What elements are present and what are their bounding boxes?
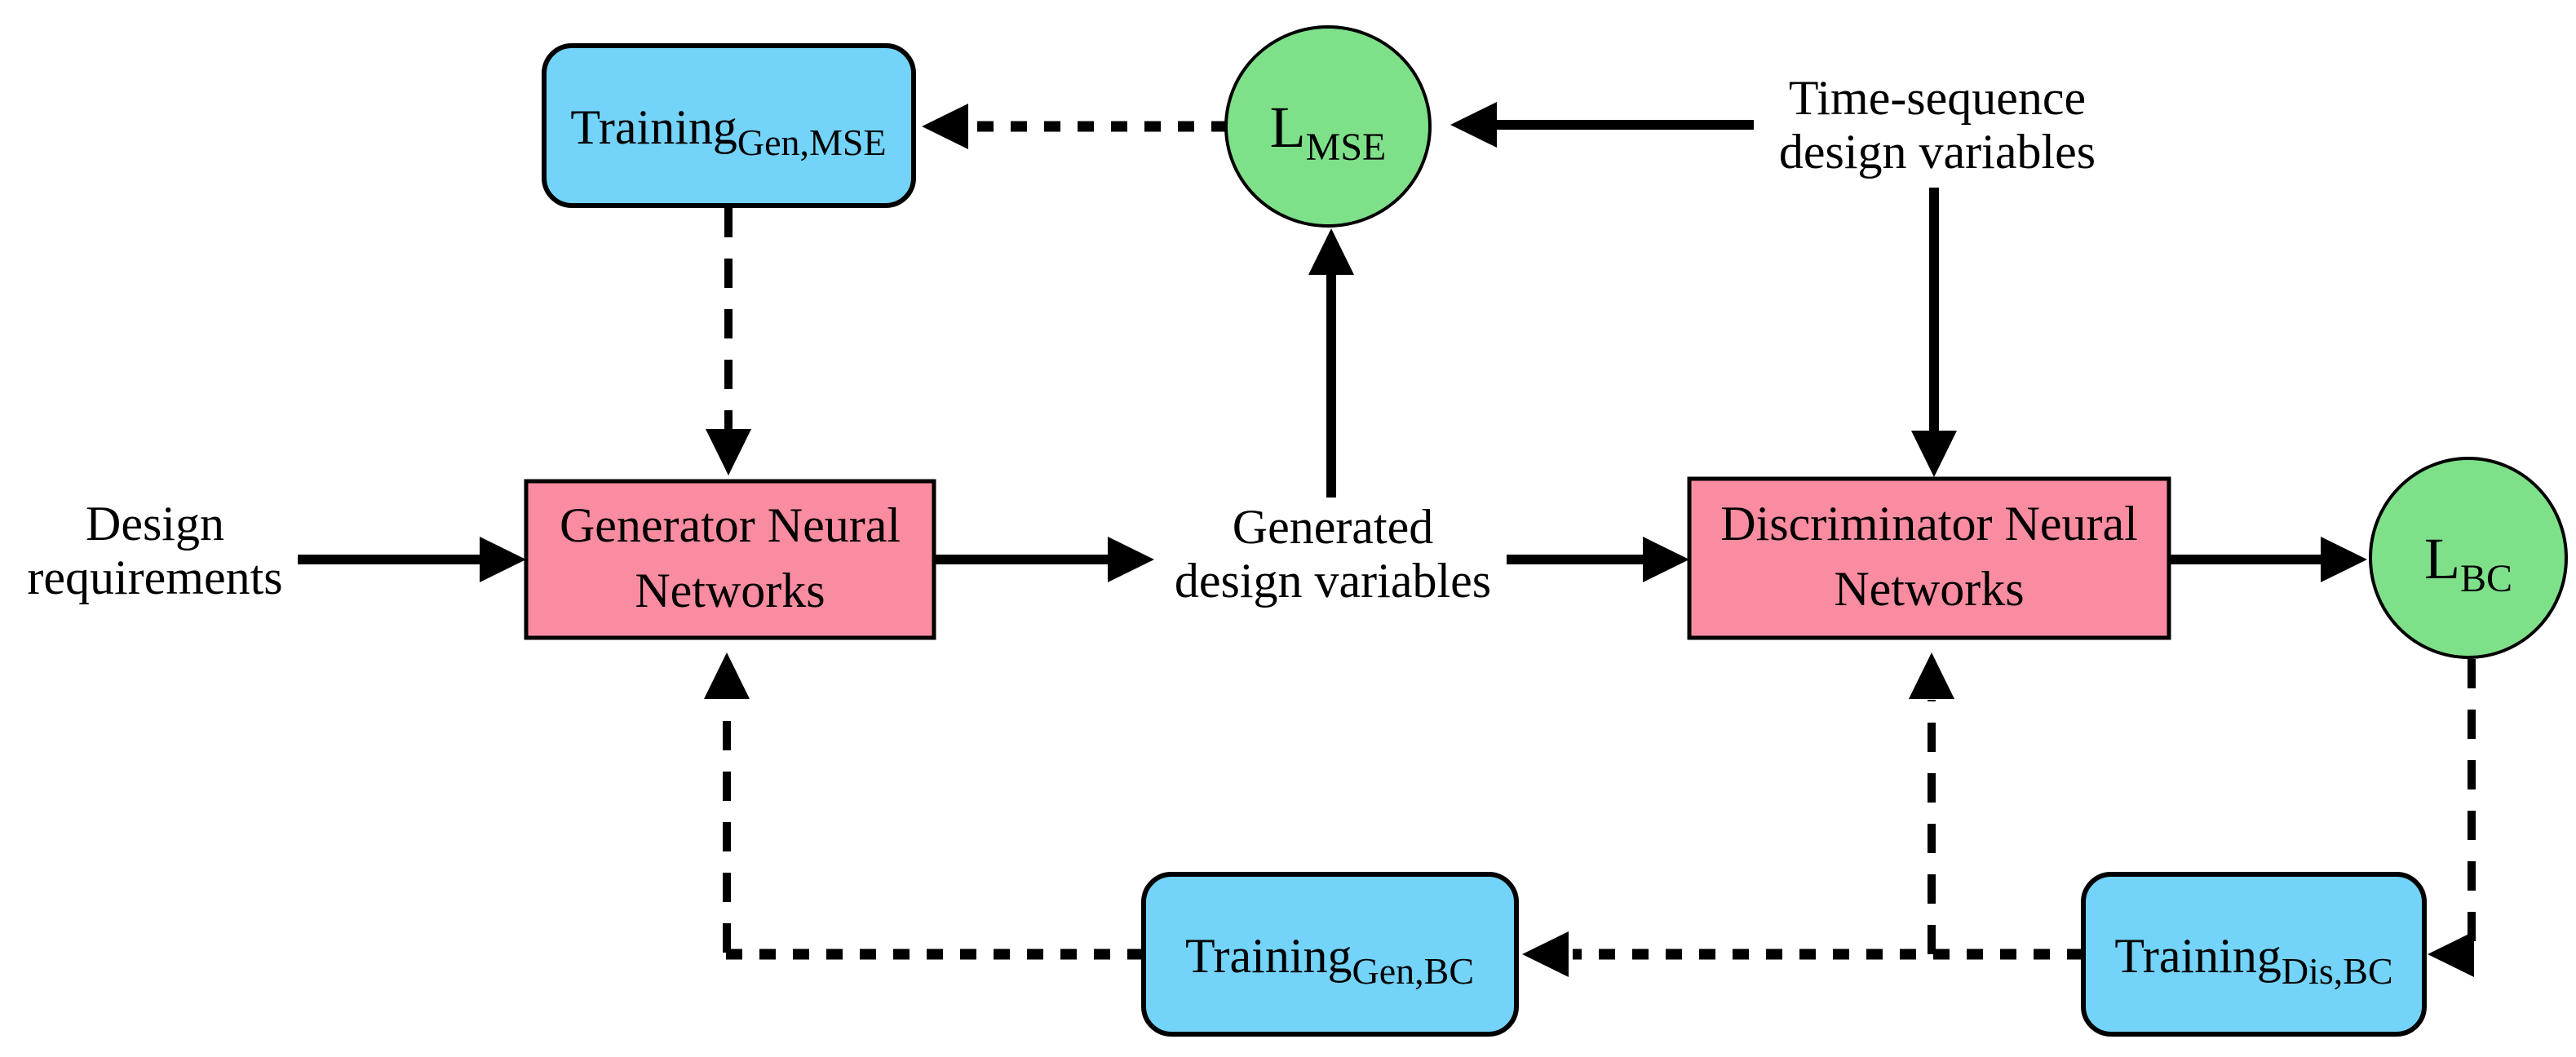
training-gen-bc-label-subscript: Gen,BC (1352, 950, 1475, 992)
arrowhead-feedback-to-discriminator (1909, 652, 1954, 699)
training-gen-bc-label: TrainingGen,BC (1185, 929, 1474, 992)
design-requirements-label-line1: Design (86, 497, 224, 551)
training-dis-bc-label: TrainingDis,BC (2114, 929, 2392, 992)
arrowhead-design-requirements-to-generator (480, 537, 526, 582)
arrowhead-lmse-to-training-gen-mse (922, 104, 968, 149)
time-sequence-label-line1: Time-sequence (1789, 71, 2086, 125)
discriminator-box (1687, 476, 2171, 640)
training-gen-bc-label-main: Training (1185, 929, 1352, 983)
training-gen-mse-label-subscript: Gen,MSE (737, 122, 887, 163)
generator-box (524, 479, 936, 640)
l-mse-label-main: L (1270, 95, 1306, 160)
time-sequence-label-line2: design variables (1779, 125, 2096, 179)
l-mse-circle (1224, 25, 1432, 228)
discriminator-label-line1: Discriminator Neural (1720, 497, 2138, 551)
training-dis-bc-box (2081, 872, 2427, 1037)
l-mse-label: LMSE (1270, 95, 1387, 169)
l-mse-label-subscript: MSE (1306, 126, 1387, 169)
arrowhead-training-dis-bc-to-training-gen-bc (1522, 931, 1569, 977)
l-bc-label-subscript: BC (2460, 557, 2512, 600)
arrowhead-lbc-to-training-dis-bc (2428, 931, 2474, 977)
arrowhead-time-sequence-to-discriminator (1911, 431, 1957, 477)
arrowhead-time-sequence-to-lmse (1450, 102, 1497, 148)
arrowhead-training-gen-mse-to-generator (706, 429, 751, 475)
training-dis-bc-label-subscript: Dis,BC (2282, 950, 2393, 992)
generated-variables-label-line1: Generated (1233, 500, 1434, 554)
arrowhead-generated-variables-to-discriminator (1643, 537, 1689, 582)
discriminator-label-line2: Networks (1834, 562, 2024, 616)
training-dis-bc-label-main: Training (2114, 929, 2282, 983)
training-gen-bc-box (1141, 872, 1519, 1037)
training-gen-mse-label-main: Training (570, 100, 737, 154)
arrowhead-generator-to-generated-variables (1108, 537, 1154, 582)
training-gen-mse-label: TrainingGen,MSE (570, 100, 886, 163)
l-bc-circle (2369, 457, 2568, 659)
arrowhead-discriminator-to-lbc (2321, 537, 2367, 582)
l-bc-label-main: L (2424, 526, 2460, 591)
arrowhead-training-gen-bc-to-generator (704, 652, 750, 699)
generated-variables-label-line2: design variables (1175, 554, 1491, 608)
generator-label-line2: Networks (635, 564, 825, 617)
training-gen-mse-box (542, 43, 916, 208)
arrowhead-generated-variables-to-lmse (1308, 228, 1354, 275)
design-requirements-label-line2: requirements (27, 551, 282, 604)
l-bc-label: LBC (2424, 526, 2512, 600)
generator-label-line1: Generator Neural (560, 498, 901, 552)
